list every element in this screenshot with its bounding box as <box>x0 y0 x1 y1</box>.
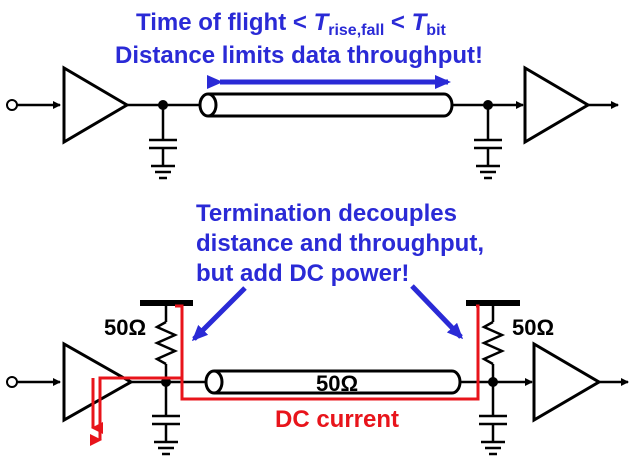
top-annotation-line1: Time of flight < Trise,fall < Tbit <box>136 9 447 39</box>
bottom-left-capacitor <box>152 382 180 456</box>
left-termination-resistor <box>153 320 179 366</box>
bottom-receiver-buffer <box>532 341 602 423</box>
top-transmission-line <box>198 92 454 118</box>
top-right-capacitor <box>474 105 502 180</box>
bottom-circuit: 50Ω 50Ω 50Ω <box>6 300 629 456</box>
dc-current-path <box>90 304 480 446</box>
right-resistor-label: 50Ω <box>512 315 554 340</box>
bottom-input-terminal <box>6 376 18 388</box>
bottom-annotation-line3: but add DC power! <box>196 260 409 287</box>
top-left-capacitor <box>149 105 177 180</box>
pointer-arrow-left <box>191 286 247 342</box>
left-resistor-label: 50Ω <box>104 315 146 340</box>
right-termination-resistor <box>480 320 506 366</box>
bottom-driver-buffer <box>62 341 135 423</box>
top-circuit <box>6 65 619 180</box>
top-annotation-line2: Distance limits data throughput! <box>115 42 483 69</box>
bottom-annotation-line2: distance and throughput, <box>196 230 484 257</box>
top-driver-buffer <box>62 65 130 145</box>
dc-current-label: DC current <box>275 406 399 433</box>
line-impedance-label: 50Ω <box>316 371 358 396</box>
pointer-arrow-right <box>410 284 464 340</box>
top-receiver-buffer <box>523 65 591 145</box>
bottom-right-capacitor <box>479 382 507 456</box>
top-input-terminal <box>6 99 18 111</box>
bottom-annotation-line1: Termination decouples <box>196 200 457 227</box>
bottom-transmission-line <box>204 369 462 395</box>
